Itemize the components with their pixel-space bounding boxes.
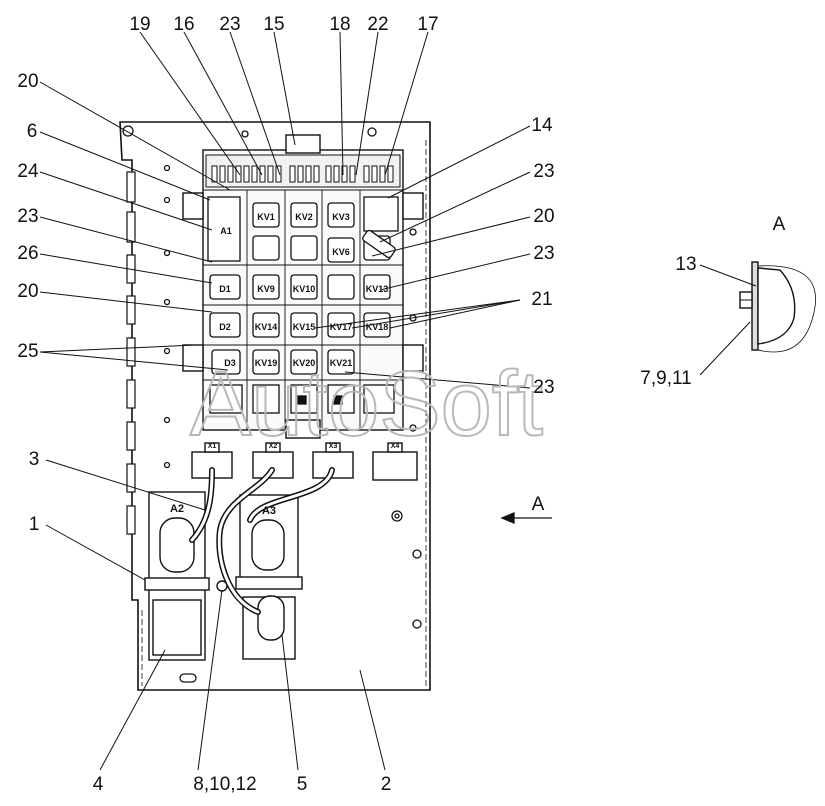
callout-23-c: 23 <box>533 243 554 264</box>
callout-13: 13 <box>675 254 696 275</box>
label-d2: D2 <box>219 322 231 332</box>
callout-20-c: 20 <box>533 206 554 227</box>
view-a-detail <box>739 261 816 353</box>
callout-4: 4 <box>93 774 104 795</box>
label-d1: D1 <box>219 284 231 294</box>
label-kv15: KV15 <box>293 322 316 332</box>
callout-7-9-11: 7,9,11 <box>640 368 691 389</box>
callout-6: 6 <box>27 121 38 142</box>
callout-3: 3 <box>29 449 40 470</box>
callout-18: 18 <box>329 14 350 35</box>
label-x1: X1 <box>208 443 217 450</box>
label-x2: X2 <box>269 443 278 450</box>
label-kv19: KV19 <box>255 358 278 368</box>
view-arrow-label: A <box>532 494 545 515</box>
label-kv3: KV3 <box>332 212 350 222</box>
callout-19: 19 <box>129 14 150 35</box>
relay-modules <box>207 196 399 414</box>
callout-23-d: 23 <box>533 377 554 398</box>
component-labels: A1 KV1 KV2 KV3 KV6 D1 KV9 KV10 KV13 D2 K… <box>170 212 399 517</box>
callout-22: 22 <box>367 14 388 35</box>
label-kv9: KV9 <box>257 284 275 294</box>
callout-23-b: 23 <box>533 161 554 182</box>
label-x4: X4 <box>391 443 400 450</box>
callout-15: 15 <box>263 14 284 35</box>
mounting-holes <box>122 125 422 683</box>
label-a3: A3 <box>262 505 276 517</box>
callout-26: 26 <box>17 243 38 264</box>
fuse-strip <box>205 154 401 188</box>
view-arrow <box>500 512 552 524</box>
callout-23-top: 23 <box>219 14 240 35</box>
callout-21: 21 <box>531 289 552 310</box>
callout-24: 24 <box>17 161 39 182</box>
callout-20-a: 20 <box>17 71 38 92</box>
plate-mounting-tabs <box>126 171 136 535</box>
label-a1: A1 <box>220 226 232 236</box>
callout-8-10-12: 8,10,12 <box>193 774 256 795</box>
label-kv10: KV10 <box>293 284 316 294</box>
label-x3: X3 <box>329 443 338 450</box>
label-kv17: KV17 <box>330 322 353 332</box>
watermark: AutoSoft <box>190 353 543 455</box>
label-kv1: KV1 <box>257 212 275 222</box>
callout-16: 16 <box>173 14 194 35</box>
callout-20-b: 20 <box>17 281 38 302</box>
view-label: A <box>773 214 786 235</box>
label-kv14: KV14 <box>255 322 278 332</box>
label-kv2: KV2 <box>295 212 313 222</box>
label-d3: D3 <box>224 358 236 368</box>
diode-element <box>362 229 396 259</box>
label-kv18: KV18 <box>366 322 389 332</box>
callout-23-a: 23 <box>17 206 38 227</box>
callout-2: 2 <box>381 774 392 795</box>
callout-numbers: 19 16 23 15 18 22 17 20 6 24 23 26 20 25… <box>17 14 785 795</box>
callout-25: 25 <box>17 341 38 362</box>
label-a2: A2 <box>170 503 184 515</box>
label-kv13: KV13 <box>366 284 389 294</box>
leader-lines <box>39 31 757 771</box>
callout-17: 17 <box>417 14 438 35</box>
label-kv6: KV6 <box>332 247 350 257</box>
callout-5: 5 <box>297 774 308 795</box>
cables-inner <box>190 468 334 614</box>
label-kv21: KV21 <box>330 358 353 368</box>
control-modules <box>144 491 303 661</box>
callout-1: 1 <box>29 514 40 535</box>
callout-14: 14 <box>531 115 553 136</box>
label-kv20: KV20 <box>293 358 316 368</box>
